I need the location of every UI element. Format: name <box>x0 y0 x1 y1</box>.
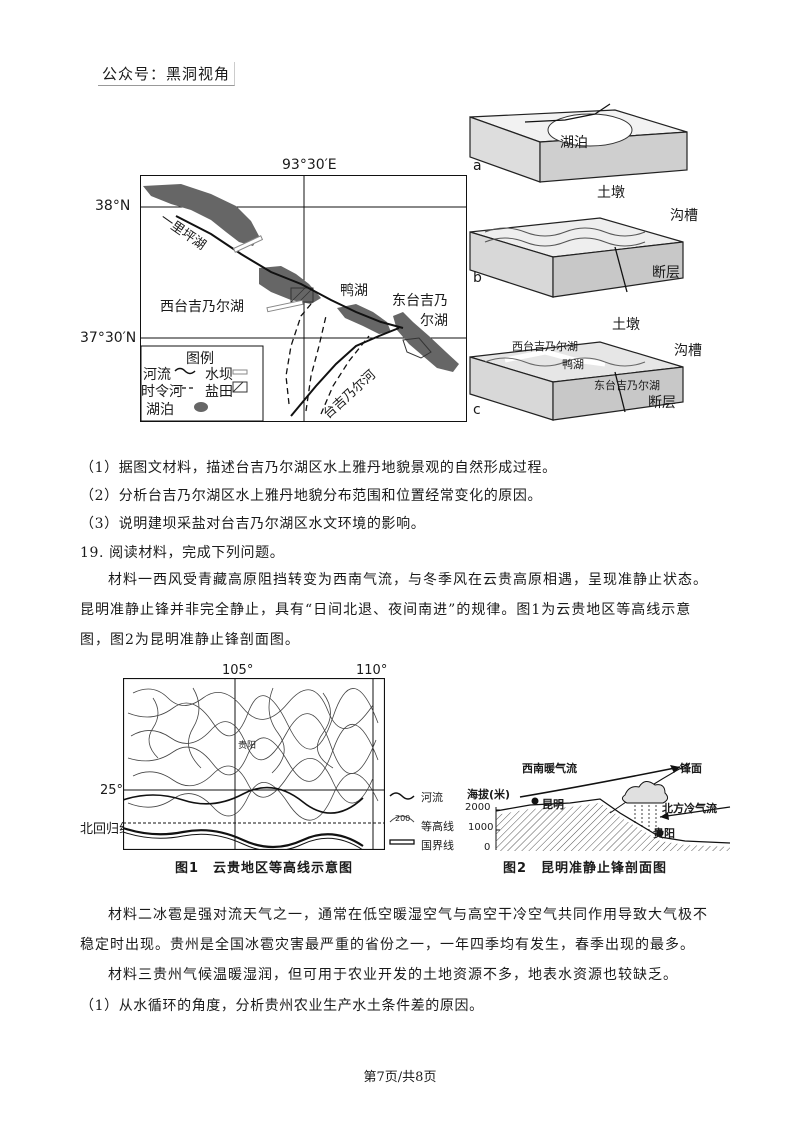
block-c-trough-label: 沟槽 <box>674 343 702 359</box>
lake-map <box>140 175 467 422</box>
fig2-altitude-label: 海拔(米) <box>467 788 511 801</box>
lake-east-label-1: 东台吉乃 <box>392 293 448 309</box>
block-b-fault-label: 断层 <box>652 265 680 281</box>
block-b-mound-label: 土墩 <box>597 185 625 201</box>
q19-title: 19. 阅读材料，完成下列问题。 <box>80 545 285 561</box>
fig2-cross-section <box>495 762 731 851</box>
block-b <box>469 217 684 298</box>
legend-seasonal-label: 时令河 <box>141 384 183 400</box>
fig2-guiyang-label: 贵阳 <box>653 827 675 840</box>
material-1: 材料一西风受青藏高原阻挡转变为西南气流，与冬季风在云贵高原相遇，呈现准静止状态。… <box>80 572 708 648</box>
fig2-terrain <box>495 798 731 844</box>
fig2-caption: 图2 昆明准静止锋剖面图 <box>503 861 668 876</box>
block-c-east-lake-label: 东台吉乃尔湖 <box>594 379 660 392</box>
latitude-label-top: 38°N <box>95 198 131 214</box>
fig2-tick-0: 0 <box>484 842 491 853</box>
seasonal-river-1 <box>285 303 312 405</box>
legend-lake-label: 湖泊 <box>146 402 174 418</box>
block-b-letter: b <box>473 270 482 286</box>
fig1-legend-contour-symbol <box>389 815 415 823</box>
fig1-lat-25: 25° <box>100 783 124 798</box>
latitude-label-bottom: 37°30′N <box>80 330 137 346</box>
fig2-warm-flow-arrow <box>519 766 681 798</box>
material-2: 材料二冰雹是强对流天气之一，通常在低空暖湿空气与高空干冷空气共同作用导致大气极不… <box>80 907 708 953</box>
fig2-cloud <box>621 781 669 804</box>
block-c <box>469 341 684 421</box>
fig2-cold-flow-label: 北方冷气流 <box>662 802 717 815</box>
fig1-legend-contour-label: 等高线 <box>421 820 454 833</box>
fig1-caption: 图1 云贵地区等高线示意图 <box>175 861 354 876</box>
fig2-tick-2000: 2000 <box>465 802 491 813</box>
river-taijinaier <box>290 327 400 417</box>
fig2-kunming-dot <box>531 797 539 805</box>
fig1-guiyang-label: 贵阳 <box>238 741 257 751</box>
seasonal-river-2 <box>305 315 327 412</box>
page-number: 第7页/共8页 <box>363 1070 437 1085</box>
fig1-legend-symbols <box>389 792 415 845</box>
legend-river-label: 河流 <box>143 367 171 383</box>
lake-west-taijinaier <box>259 266 321 304</box>
fig1-legend-contour-value: 200 <box>395 814 411 823</box>
legend-title: 图例 <box>186 351 214 367</box>
legend-dam-symbol <box>232 369 248 375</box>
material-3: 材料三贵州气候温暖湿润，但可用于农业开发的土地资源不多，地表水资源也较缺乏。 <box>108 967 678 983</box>
legend-river-symbol <box>174 367 196 375</box>
fig2-kunming-label: 昆明 <box>542 798 564 811</box>
block-c-fault-label: 断层 <box>648 395 676 411</box>
fig1-lon-105: 105° <box>222 663 254 678</box>
fig1-tropic-label: 北回归线 <box>80 822 133 837</box>
fig1-legend-river-label: 河流 <box>421 791 443 804</box>
lake-ya <box>337 304 391 334</box>
watermark-text: 公众号：黑洞视角 <box>98 62 236 86</box>
lake-west-label: 西台吉乃尔湖 <box>160 299 244 315</box>
block-c-ya-lake-label: 鸭湖 <box>562 358 584 371</box>
q18-part1: （1）据图文材料，描述台吉乃尔湖区水上雅丹地貌景观的自然形成过程。 <box>80 460 557 476</box>
fig1-legend-border-symbol <box>389 839 415 845</box>
block-b-trough-label: 沟槽 <box>670 208 698 224</box>
legend-saltfield-label: 盐田 <box>205 384 233 400</box>
legend-dam-label: 水坝 <box>205 367 233 383</box>
fig2-guiyang-dot <box>656 829 664 837</box>
block-a-letter: a <box>473 158 482 174</box>
fig1-contours <box>127 687 379 821</box>
lake-east-taijinaier <box>393 312 459 372</box>
fig1-legend-river-symbol <box>389 792 415 800</box>
lake-yili <box>143 184 259 246</box>
q19-part1: （1）从水循环的角度，分析贵州农业生产水土条件差的原因。 <box>80 998 484 1014</box>
block-c-mound-label: 土墩 <box>612 317 640 333</box>
seasonal-river-3 <box>320 335 370 415</box>
legend-lake-symbol <box>194 402 208 412</box>
dam-1 <box>232 235 264 253</box>
block-c-west-lake-label: 西台吉乃尔湖 <box>512 340 578 353</box>
fig1-border <box>123 826 364 849</box>
fig2-sw-flow-label: 西南暖气流 <box>522 762 577 775</box>
block-c-letter: c <box>473 402 481 418</box>
salt-field-east <box>402 337 432 359</box>
longitude-label: 93°30′E <box>282 157 337 173</box>
lake-east-label-2: 尔湖 <box>420 313 448 329</box>
fig2-rain <box>634 805 657 835</box>
q18-part2: （2）分析台吉乃尔湖区水上雅丹地貌分布范围和位置经常变化的原因。 <box>80 488 543 504</box>
fig2-cold-flow-arrow <box>659 806 731 818</box>
lake-map-drawing <box>140 176 466 422</box>
lake-ya-label: 鸭湖 <box>340 283 368 299</box>
fig2-tick-1000: 1000 <box>468 822 494 833</box>
fig1-lon-110: 110° <box>356 663 388 678</box>
river-main <box>175 215 404 329</box>
dam-2 <box>266 299 304 313</box>
fig1-river <box>123 786 364 814</box>
block-a <box>469 103 688 183</box>
legend-saltfield-symbol <box>232 381 248 393</box>
fig1-legend-border-label: 国界线 <box>421 839 454 852</box>
fig1-contour-map <box>123 678 385 850</box>
fig1-border-inner <box>123 831 364 850</box>
q18-part3: （3）说明建坝采盐对台吉乃尔湖区水文环境的影响。 <box>80 516 426 532</box>
block-a-lake-label: 湖泊 <box>560 135 588 151</box>
block-diagrams <box>469 103 688 421</box>
